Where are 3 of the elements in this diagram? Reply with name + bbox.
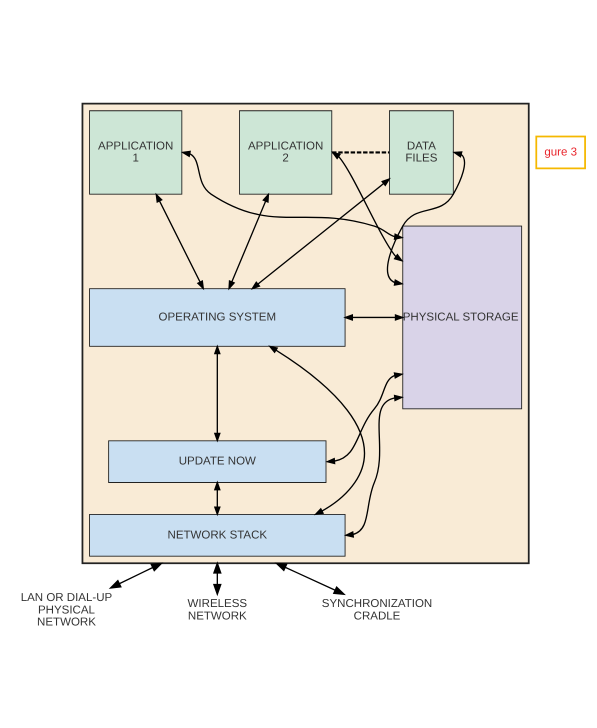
node-text: SYNCHRONIZATION CRADLE bbox=[322, 598, 432, 622]
node-text: LAN OR DIAL-UP PHYSICAL NETWORK bbox=[20, 591, 112, 628]
node-text: WIRELESS NETWORK bbox=[188, 598, 248, 622]
